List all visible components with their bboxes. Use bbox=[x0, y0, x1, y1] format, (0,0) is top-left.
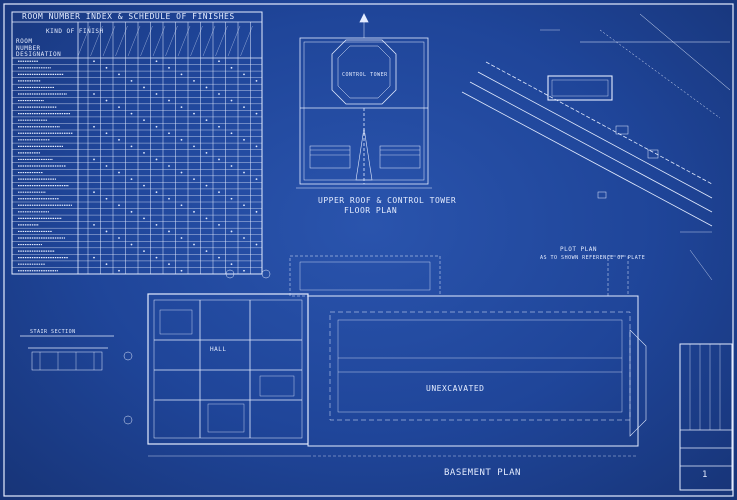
basement-hall-label: HALL bbox=[210, 346, 227, 353]
schedule-title: ROOM NUMBER INDEX & SCHEDULE OF FINISHES bbox=[22, 12, 235, 21]
plot-plan-title: PLOT PLAN bbox=[560, 246, 598, 253]
schedule-designation-header: DESIGNATION bbox=[16, 51, 62, 58]
plot-plan-subtitle: AS TO SHOWN REFERENCE OF PLATE bbox=[540, 255, 646, 261]
upper-roof-subtitle: FLOOR PLAN bbox=[344, 206, 398, 215]
stair-section-label: STAIR SECTION bbox=[30, 329, 76, 335]
stair-section-detail bbox=[20, 335, 114, 371]
upper-roof-plan bbox=[296, 13, 432, 189]
basement-plan bbox=[123, 255, 647, 457]
sheet-border bbox=[3, 3, 734, 497]
finish-schedule-table bbox=[11, 11, 263, 275]
schedule-kind-header: KIND OF FINISH bbox=[46, 28, 104, 35]
schedule-room-header: ROOM bbox=[16, 38, 33, 45]
basement-plan-title: BASEMENT PLAN bbox=[444, 468, 521, 478]
unexcavated-label: UNEXCAVATED bbox=[426, 384, 485, 393]
control-tower-label: CONTROL TOWER bbox=[342, 72, 388, 78]
schedule-number-header: NUMBER bbox=[16, 45, 41, 52]
title-block bbox=[679, 343, 733, 491]
plot-plan bbox=[461, 13, 731, 281]
upper-roof-title: UPPER ROOF & CONTROL TOWER bbox=[318, 196, 457, 205]
drawing-number: 1 bbox=[702, 470, 708, 480]
